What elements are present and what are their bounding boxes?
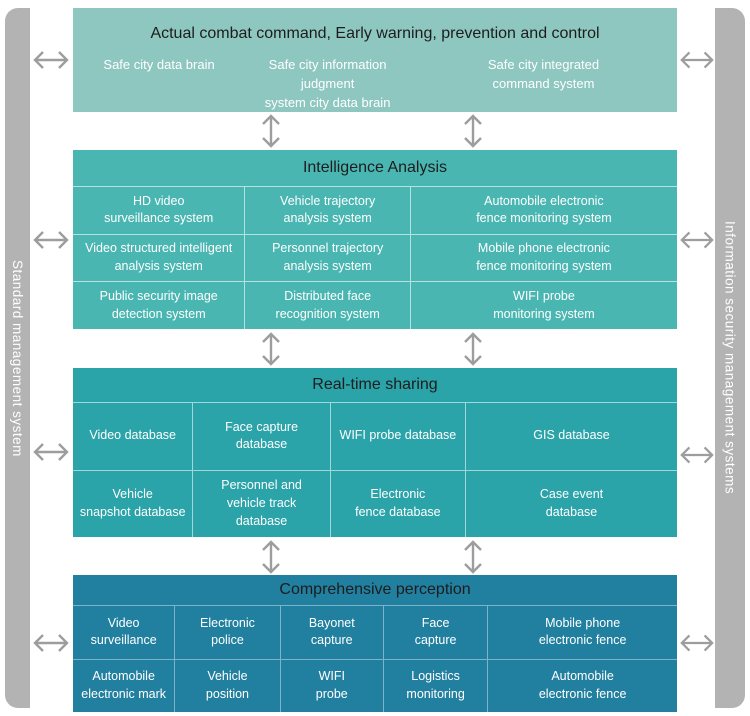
grid-cell: Video surveillance [73,606,175,659]
grid-cell: Automobile electronic mark [73,659,175,712]
grid-cell: Case event database [466,470,677,537]
double-arrow-vertical-icon [262,114,280,148]
layer-perception-title: Comprehensive perception [73,575,677,606]
grid-cell: Personnel and vehicle track database [193,470,330,537]
double-arrow-vertical-icon [464,332,482,366]
layer-sharing-grid: Video database Face capture database WIF… [73,403,677,537]
left-sidebar-label: Standard management system [10,259,25,457]
grid-cell: WIFI probe monitoring system [410,282,677,329]
grid-cell: Vehicle snapshot database [73,470,193,537]
grid-cell: Electronic police [175,606,280,659]
grid-cell: Vehicle position [175,659,280,712]
double-arrow-horizontal-icon [33,634,69,652]
right-sidebar-label: Information security management systems [722,221,738,495]
layer-command: Actual combat command, Early warning, pr… [73,8,677,112]
grid-cell: Bayonet capture [280,606,383,659]
grid-cell: WIFI probe database [330,403,466,470]
grid-cell: HD video surveillance system [73,187,245,234]
double-arrow-horizontal-icon [680,231,714,249]
grid-cell: Safe city data brain [103,57,215,72]
grid-cell: Automobile electronic fence monitoring s… [410,187,677,234]
grid-cell: Vehicle trajectory analysis system [245,187,410,234]
double-arrow-vertical-icon [464,114,482,148]
grid-cell: Safe city information judgment system ci… [264,57,391,110]
layer-command-title: Actual combat command, Early warning, pr… [150,25,600,42]
grid-cell: Personnel trajectory analysis system [245,234,410,282]
right-sidebar-information-security: Information security management systems [715,8,745,708]
double-arrow-vertical-icon [464,540,482,574]
layer-realtime-sharing: Real-time sharing Video database Face ca… [73,368,677,537]
grid-cell: Video structured intelligent analysis sy… [73,234,245,282]
grid-cell: Face capture database [193,403,330,470]
layer-intelligence-analysis: Intelligence Analysis HD video surveilla… [73,150,677,329]
grid-cell: Safe city integrated command system [487,57,600,91]
left-sidebar-standard-management: Standard management system [5,8,30,708]
double-arrow-horizontal-icon [680,446,714,464]
grid-cell: Public security image detection system [73,282,245,329]
double-arrow-horizontal-icon [680,634,714,652]
grid-cell: Mobile phone electronic fence monitoring… [410,234,677,282]
grid-cell: Distributed face recognition system [245,282,410,329]
double-arrow-horizontal-icon [33,51,69,69]
layer-intelligence-grid: HD video surveillance system Vehicle tra… [73,187,677,329]
layer-sharing-title: Real-time sharing [73,368,677,403]
layer-comprehensive-perception: Comprehensive perception Video surveilla… [73,575,677,712]
grid-cell: Electronic fence database [330,470,466,537]
grid-cell: GIS database [466,403,677,470]
double-arrow-vertical-icon [262,332,280,366]
double-arrow-horizontal-icon [33,443,69,461]
grid-cell: Logistics monitoring [383,659,488,712]
double-arrow-horizontal-icon [680,51,714,69]
layer-perception-grid: Video surveillance Electronic police Bay… [73,606,677,712]
grid-cell: Mobile phone electronic fence [488,606,677,659]
grid-cell: Face capture [383,606,488,659]
layer-intelligence-title: Intelligence Analysis [73,150,677,187]
double-arrow-horizontal-icon [33,231,69,249]
grid-cell: Video database [73,403,193,470]
layer-command-items: Safe city data brain Safe city informati… [73,48,677,113]
grid-cell: WIFI probe [280,659,383,712]
double-arrow-vertical-icon [262,540,280,574]
grid-cell: Automobile electronic fence [488,659,677,712]
